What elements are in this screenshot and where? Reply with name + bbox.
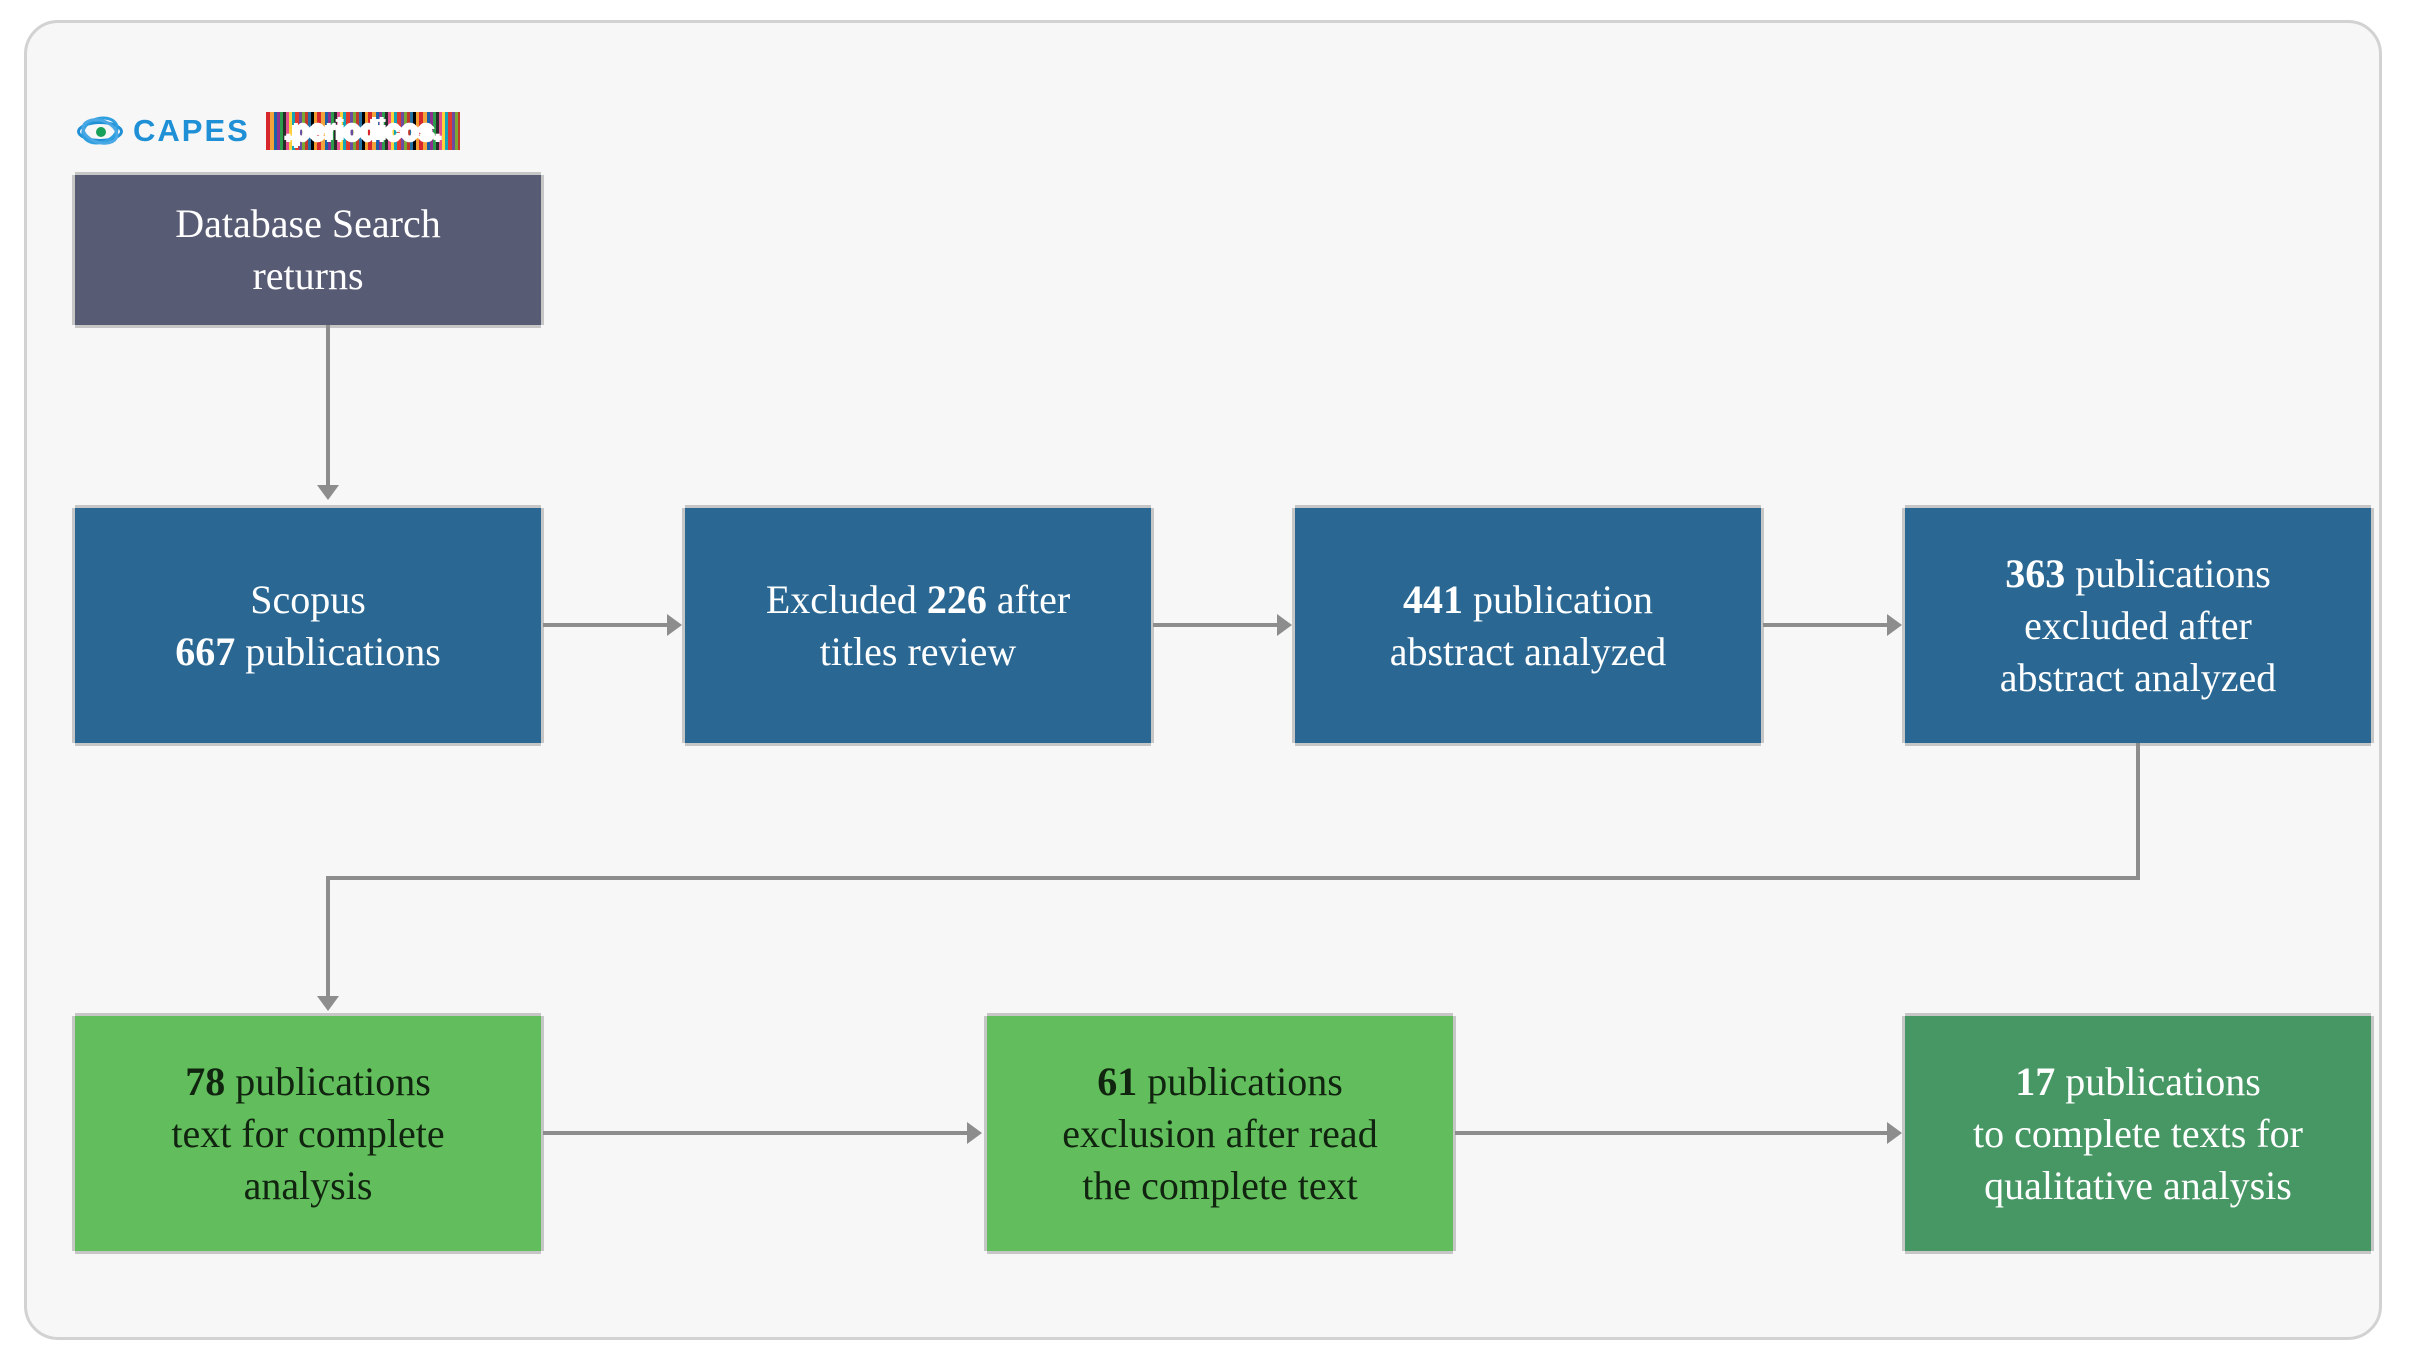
node-text-exclusion-line1: 61 publications bbox=[1097, 1056, 1343, 1108]
node-complete-text: 78 publications text for complete analys… bbox=[75, 1016, 541, 1251]
node-qualitative-count: 17 bbox=[2015, 1058, 2056, 1104]
node-excluded-titles-post: after bbox=[986, 576, 1071, 622]
figure-frame: CAPES .periodicos. Database Search retur… bbox=[24, 20, 2382, 1340]
node-scopus-line2: 667 publications bbox=[175, 626, 441, 678]
node-text-exclusion-post: publications bbox=[1137, 1058, 1343, 1104]
node-abstract-analyzed-post: publication bbox=[1463, 576, 1653, 622]
node-database-search-line1: Database Search bbox=[175, 201, 441, 246]
connector-scopus-to-titles-line bbox=[543, 623, 669, 627]
connector-scopus-to-titles-arrowhead bbox=[667, 614, 682, 636]
connector-exclusion-to-qualitative-line bbox=[1455, 1131, 1889, 1135]
node-excluded-titles-pre: Excluded bbox=[765, 576, 927, 622]
node-complete-text-post: publications bbox=[225, 1058, 431, 1104]
node-scopus-count: 667 bbox=[175, 628, 236, 674]
capes-eye-emblem-icon bbox=[75, 112, 127, 150]
connector-excluded-to-complete-segment-left bbox=[326, 876, 2140, 880]
connector-complete-to-exclusion-arrowhead bbox=[967, 1122, 982, 1144]
node-excluded-titles: Excluded 226 after titles review bbox=[685, 508, 1151, 743]
node-abstract-excluded-line2: excluded after bbox=[2024, 602, 2252, 648]
periodicos-wordmark: .periodicos. bbox=[284, 114, 442, 147]
node-complete-text-line2: text for complete bbox=[171, 1110, 445, 1156]
node-complete-text-line1: 78 publications bbox=[185, 1056, 431, 1108]
node-complete-text-line3: analysis bbox=[243, 1162, 373, 1208]
node-qualitative-line2: to complete texts for bbox=[1973, 1110, 2303, 1156]
node-text-exclusion-line3: the complete text bbox=[1082, 1162, 1358, 1208]
node-abstract-analyzed-line2: abstract analyzed bbox=[1389, 628, 1667, 674]
node-qualitative-analysis: 17 publications to complete texts for qu… bbox=[1905, 1016, 2371, 1251]
node-qualitative-line1: 17 publications bbox=[2015, 1056, 2261, 1108]
node-qualitative-line3: qualitative analysis bbox=[1984, 1162, 2292, 1208]
connector-database-to-scopus-line bbox=[326, 325, 330, 488]
node-text-exclusion-count: 61 bbox=[1097, 1058, 1138, 1104]
node-abstract-excluded-line3: abstract analyzed bbox=[1999, 654, 2277, 700]
connector-excluded-to-complete-segment-down bbox=[2136, 743, 2140, 880]
capes-periodicos-logo: CAPES .periodicos. bbox=[75, 108, 460, 154]
connector-complete-to-exclusion-line bbox=[543, 1131, 969, 1135]
node-excluded-titles-count: 226 bbox=[926, 576, 987, 622]
connector-titles-to-abstract-arrowhead bbox=[1277, 614, 1292, 636]
node-abstract-analyzed-count: 441 bbox=[1403, 576, 1464, 622]
connector-abstract-to-excluded-arrowhead bbox=[1887, 614, 1902, 636]
node-abstract-excluded: 363 publications excluded after abstract… bbox=[1905, 508, 2371, 743]
node-abstract-excluded-count: 363 bbox=[2005, 550, 2066, 596]
node-qualitative-post: publications bbox=[2055, 1058, 2261, 1104]
node-abstract-analyzed-line1: 441 publication bbox=[1403, 574, 1653, 626]
capes-wordmark: CAPES bbox=[133, 113, 250, 148]
node-abstract-analyzed: 441 publication abstract analyzed bbox=[1295, 508, 1761, 743]
capes-logo: CAPES bbox=[75, 112, 250, 150]
periodicos-banner: .periodicos. bbox=[265, 112, 460, 150]
node-scopus-line1: Scopus bbox=[250, 576, 366, 622]
connector-titles-to-abstract-line bbox=[1153, 623, 1279, 627]
node-database-search: Database Search returns bbox=[75, 175, 541, 325]
node-abstract-excluded-line1: 363 publications bbox=[2005, 548, 2271, 600]
node-text-exclusion: 61 publications exclusion after read the… bbox=[987, 1016, 1453, 1251]
connector-excluded-to-complete-arrowhead bbox=[317, 996, 339, 1011]
node-database-search-line2: returns bbox=[252, 253, 364, 298]
node-complete-text-count: 78 bbox=[185, 1058, 226, 1104]
connector-excluded-to-complete-segment-down2 bbox=[326, 876, 330, 1001]
node-scopus: Scopus 667 publications bbox=[75, 508, 541, 743]
node-excluded-titles-line1: Excluded 226 after bbox=[766, 574, 1070, 626]
connector-exclusion-to-qualitative-arrowhead bbox=[1887, 1122, 1902, 1144]
connector-abstract-to-excluded-line bbox=[1763, 623, 1889, 627]
connector-database-to-scopus-arrowhead bbox=[317, 485, 339, 500]
node-excluded-titles-line2: titles review bbox=[819, 628, 1017, 674]
node-scopus-suffix: publications bbox=[235, 628, 441, 674]
node-text-exclusion-line2: exclusion after read bbox=[1062, 1110, 1378, 1156]
node-abstract-excluded-post: publications bbox=[2065, 550, 2271, 596]
